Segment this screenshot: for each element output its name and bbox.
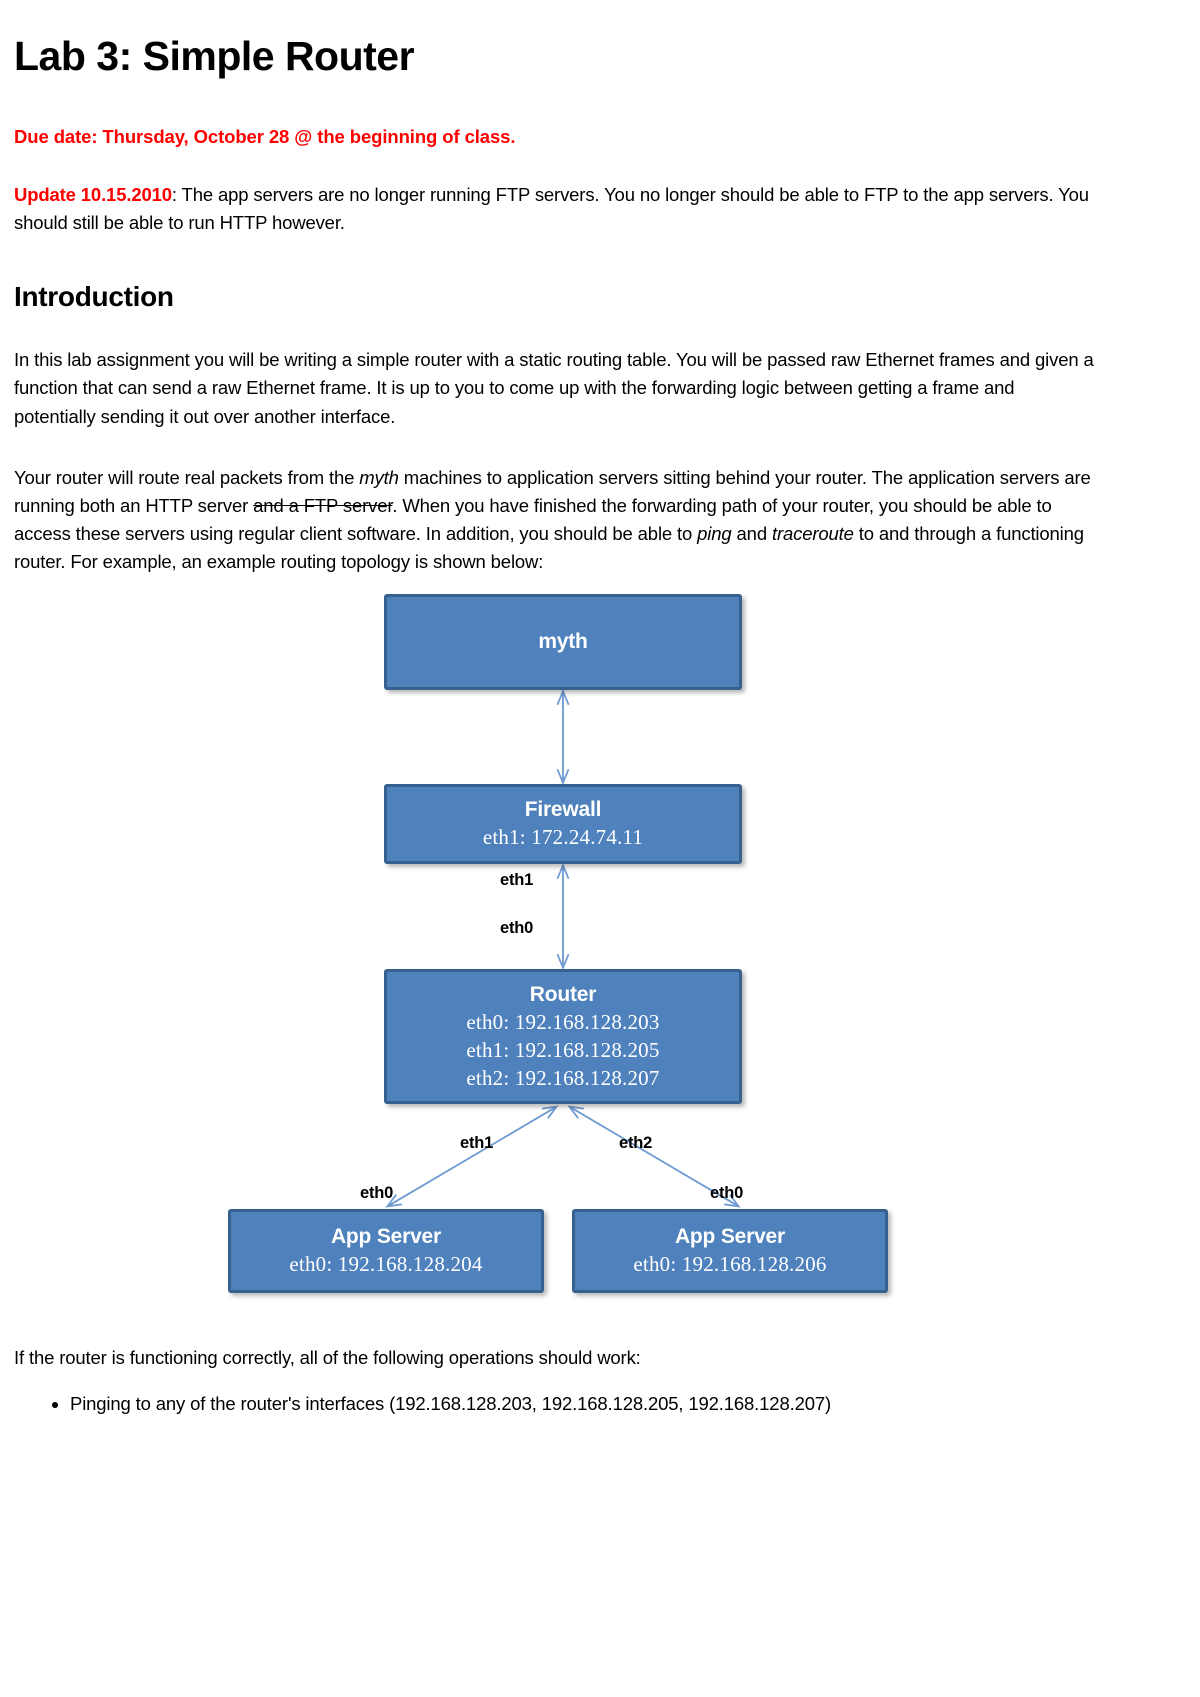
link-label-app-server-2-eth0: eth0 xyxy=(710,1184,744,1203)
p2-part-b: machines to application servers sitting … xyxy=(14,466,1091,516)
link-label-router-eth0: eth0 xyxy=(500,919,534,938)
p2-traceroute-term: traceroute xyxy=(771,522,854,544)
node-router-title: Router xyxy=(529,982,597,1006)
node-router-eth0: eth0: 192.168.128.203 xyxy=(466,1009,660,1034)
node-firewall-eth1: eth1: 172.24.74.11 xyxy=(482,825,644,850)
node-firewall-title: Firewall xyxy=(524,797,602,821)
node-app-server-1[interactable]: App Server eth0: 192.168.128.204 xyxy=(228,1209,544,1294)
link-label-firewall-eth1: eth1 xyxy=(500,871,534,890)
operations-list: Pinging to any of the router's interface… xyxy=(14,1390,1128,1418)
intro-paragraph-2: Your router will route real packets from… xyxy=(14,464,1099,576)
p2-part-d: and xyxy=(731,522,772,544)
link-label-router-eth2: eth2 xyxy=(619,1134,653,1153)
node-myth[interactable]: myth xyxy=(384,594,742,691)
p2-myth-term: myth xyxy=(359,466,399,488)
page-title: Lab 3: Simple Router xyxy=(14,33,415,79)
node-router-eth2: eth2: 192.168.128.207 xyxy=(466,1065,660,1090)
node-router[interactable]: Router eth0: 192.168.128.203 eth1: 192.1… xyxy=(384,969,742,1105)
node-app-server-2-eth0: eth0: 192.168.128.206 xyxy=(633,1252,827,1277)
section-heading-introduction: Introduction xyxy=(14,281,174,313)
link-label-app-server-1-eth0: eth0 xyxy=(360,1184,394,1203)
node-router-eth1: eth1: 192.168.128.205 xyxy=(466,1037,660,1062)
document-content: Lab 3: Simple Router Due date: Thursday,… xyxy=(0,0,1200,1418)
update-label: Update 10.15.2010 xyxy=(14,184,172,206)
update-text: The app servers are no longer running FT… xyxy=(14,184,1089,234)
closing-text: If the router is functioning correctly, … xyxy=(14,1347,641,1369)
list-item: Pinging to any of the router's interface… xyxy=(70,1390,1128,1418)
update-separator: : xyxy=(171,184,182,206)
link-app2-router xyxy=(567,1105,739,1207)
node-app-server-2-title: App Server xyxy=(674,1224,786,1248)
update-notice: Update 10.15.2010: The app servers are n… xyxy=(14,181,1099,237)
p2-part-c: . When you have finished the forwarding … xyxy=(14,494,1052,544)
node-myth-title: myth xyxy=(538,629,588,653)
node-app-server-1-eth0: eth0: 192.168.128.204 xyxy=(289,1252,483,1277)
p2-ping-term: ping xyxy=(697,522,732,544)
link-app1-router xyxy=(387,1105,559,1207)
diagram-connector-layer xyxy=(385,688,741,1208)
node-firewall[interactable]: Firewall eth1: 172.24.74.11 xyxy=(384,784,742,865)
link-label-router-eth1: eth1 xyxy=(460,1134,494,1153)
node-app-server-1-title: App Server xyxy=(330,1224,442,1248)
p2-part-a: Your router will route real packets from… xyxy=(14,466,360,488)
network-topology-diagram: myth Firewall eth1: 172.24.74.11 Router … xyxy=(0,594,1200,1334)
node-app-server-2[interactable]: App Server eth0: 192.168.128.206 xyxy=(572,1209,888,1294)
p2-part-e: to and through a functioning router. For… xyxy=(14,522,1084,572)
p2-struck-ftp-clause: and a FTP server xyxy=(253,494,393,516)
due-date-notice: Due date: Thursday, October 28 @ the beg… xyxy=(14,126,516,148)
intro-paragraph-1: In this lab assignment you will be writi… xyxy=(14,349,1094,427)
